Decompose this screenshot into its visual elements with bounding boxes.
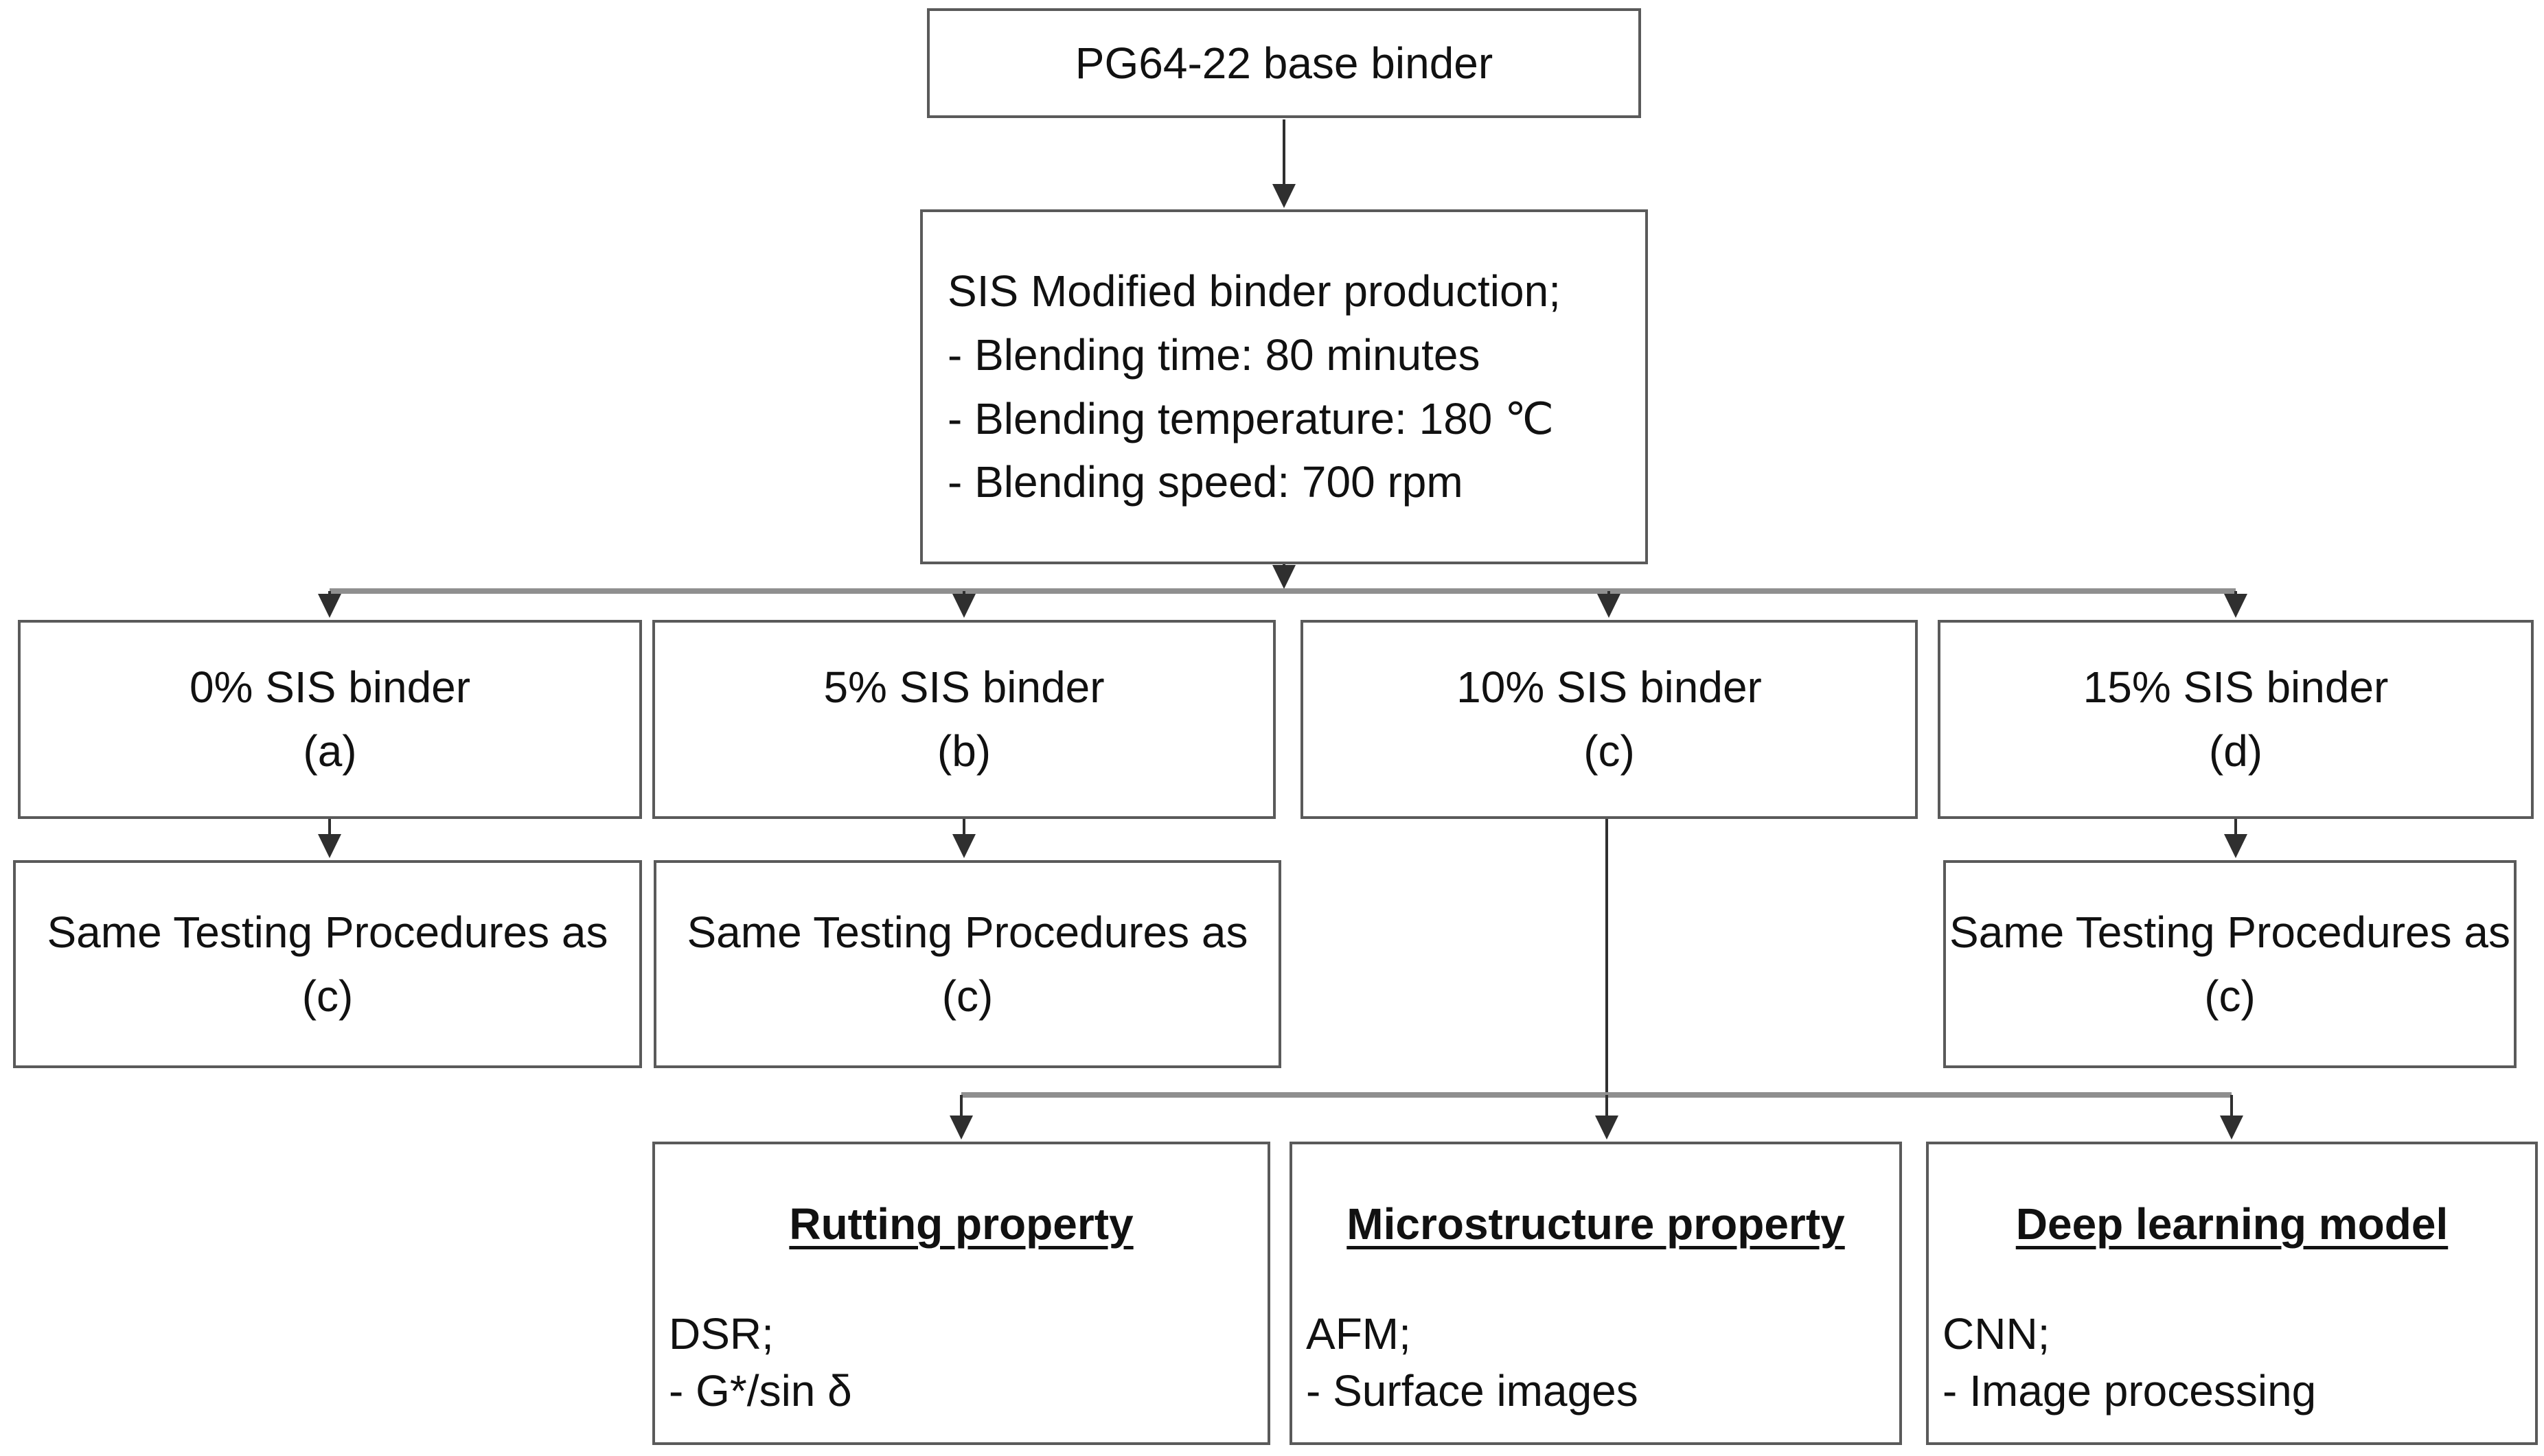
arrow-down-icon	[1595, 1116, 1618, 1140]
test-line: DSR;	[669, 1308, 774, 1359]
arrow-down-icon	[318, 834, 341, 858]
arrow-down-icon	[1272, 565, 1296, 589]
binder-tag: (c)	[1583, 726, 1635, 776]
binder-tag: (a)	[303, 726, 357, 776]
node-same-testing-b: Same Testing Procedures as (c)	[654, 860, 1281, 1068]
same-testing-line: Same Testing Procedures as	[687, 907, 1248, 957]
arrow-down-icon	[2220, 1116, 2243, 1140]
test-line: - G*/sin δ	[669, 1365, 852, 1415]
node-same-testing-d: Same Testing Procedures as (c)	[1943, 860, 2517, 1068]
arrow-down-icon	[1272, 184, 1296, 208]
same-testing-tag: (c)	[941, 971, 994, 1021]
test-line: CNN;	[1943, 1308, 2050, 1359]
binder-name: 10% SIS binder	[1456, 662, 1762, 713]
node-microstructure-property: Microstructure property AFM; - Surface i…	[1290, 1142, 1902, 1445]
arrow-down-icon	[952, 594, 976, 618]
same-testing-tag: (c)	[301, 971, 354, 1021]
arrow-down-icon	[1597, 594, 1620, 618]
node-base-binder: PG64-22 base binder	[927, 8, 1641, 118]
test-line: - Surface images	[1306, 1365, 1638, 1415]
arrow-down-icon	[2224, 594, 2247, 618]
node-binder-15pct: 15% SIS binder (d)	[1938, 620, 2534, 819]
binder-tag: (b)	[937, 726, 992, 776]
test-title: Rutting property	[789, 1199, 1134, 1249]
arrow-down-icon	[950, 1116, 973, 1140]
arrow-down-icon	[318, 594, 341, 618]
node-same-testing-a: Same Testing Procedures as (c)	[13, 860, 642, 1068]
production-line: - Blending time: 80 minutes	[948, 330, 1480, 380]
production-line: - Blending temperature: 180 ℃	[948, 393, 1555, 443]
binder-name: 0% SIS binder	[189, 662, 471, 713]
node-deep-learning-model: Deep learning model CNN; - Image process…	[1926, 1142, 2538, 1445]
node-binder-10pct: 10% SIS binder (c)	[1300, 620, 1918, 819]
same-testing-line: Same Testing Procedures as	[47, 907, 608, 957]
node-label: PG64-22 base binder	[1075, 38, 1493, 88]
same-testing-tag: (c)	[2204, 971, 2256, 1021]
binder-name: 5% SIS binder	[823, 662, 1105, 713]
test-line: AFM;	[1306, 1308, 1411, 1359]
arrow-down-icon	[952, 834, 976, 858]
production-line: SIS Modified binder production;	[948, 266, 1561, 316]
test-title: Deep learning model	[2015, 1199, 2449, 1249]
production-line: - Blending speed: 700 rpm	[948, 457, 1463, 507]
node-binder-0pct: 0% SIS binder (a)	[18, 620, 642, 819]
test-line: - Image processing	[1943, 1365, 2317, 1415]
same-testing-line: Same Testing Procedures as	[1949, 907, 2511, 957]
binder-tag: (d)	[2208, 726, 2263, 776]
node-binder-5pct: 5% SIS binder (b)	[652, 620, 1276, 819]
node-production: SIS Modified binder production; - Blendi…	[920, 209, 1648, 564]
arrow-down-icon	[2224, 834, 2247, 858]
test-title: Microstructure property	[1347, 1199, 1845, 1249]
node-rutting-property: Rutting property DSR; - G*/sin δ	[652, 1142, 1270, 1445]
binder-name: 15% SIS binder	[2083, 662, 2389, 713]
